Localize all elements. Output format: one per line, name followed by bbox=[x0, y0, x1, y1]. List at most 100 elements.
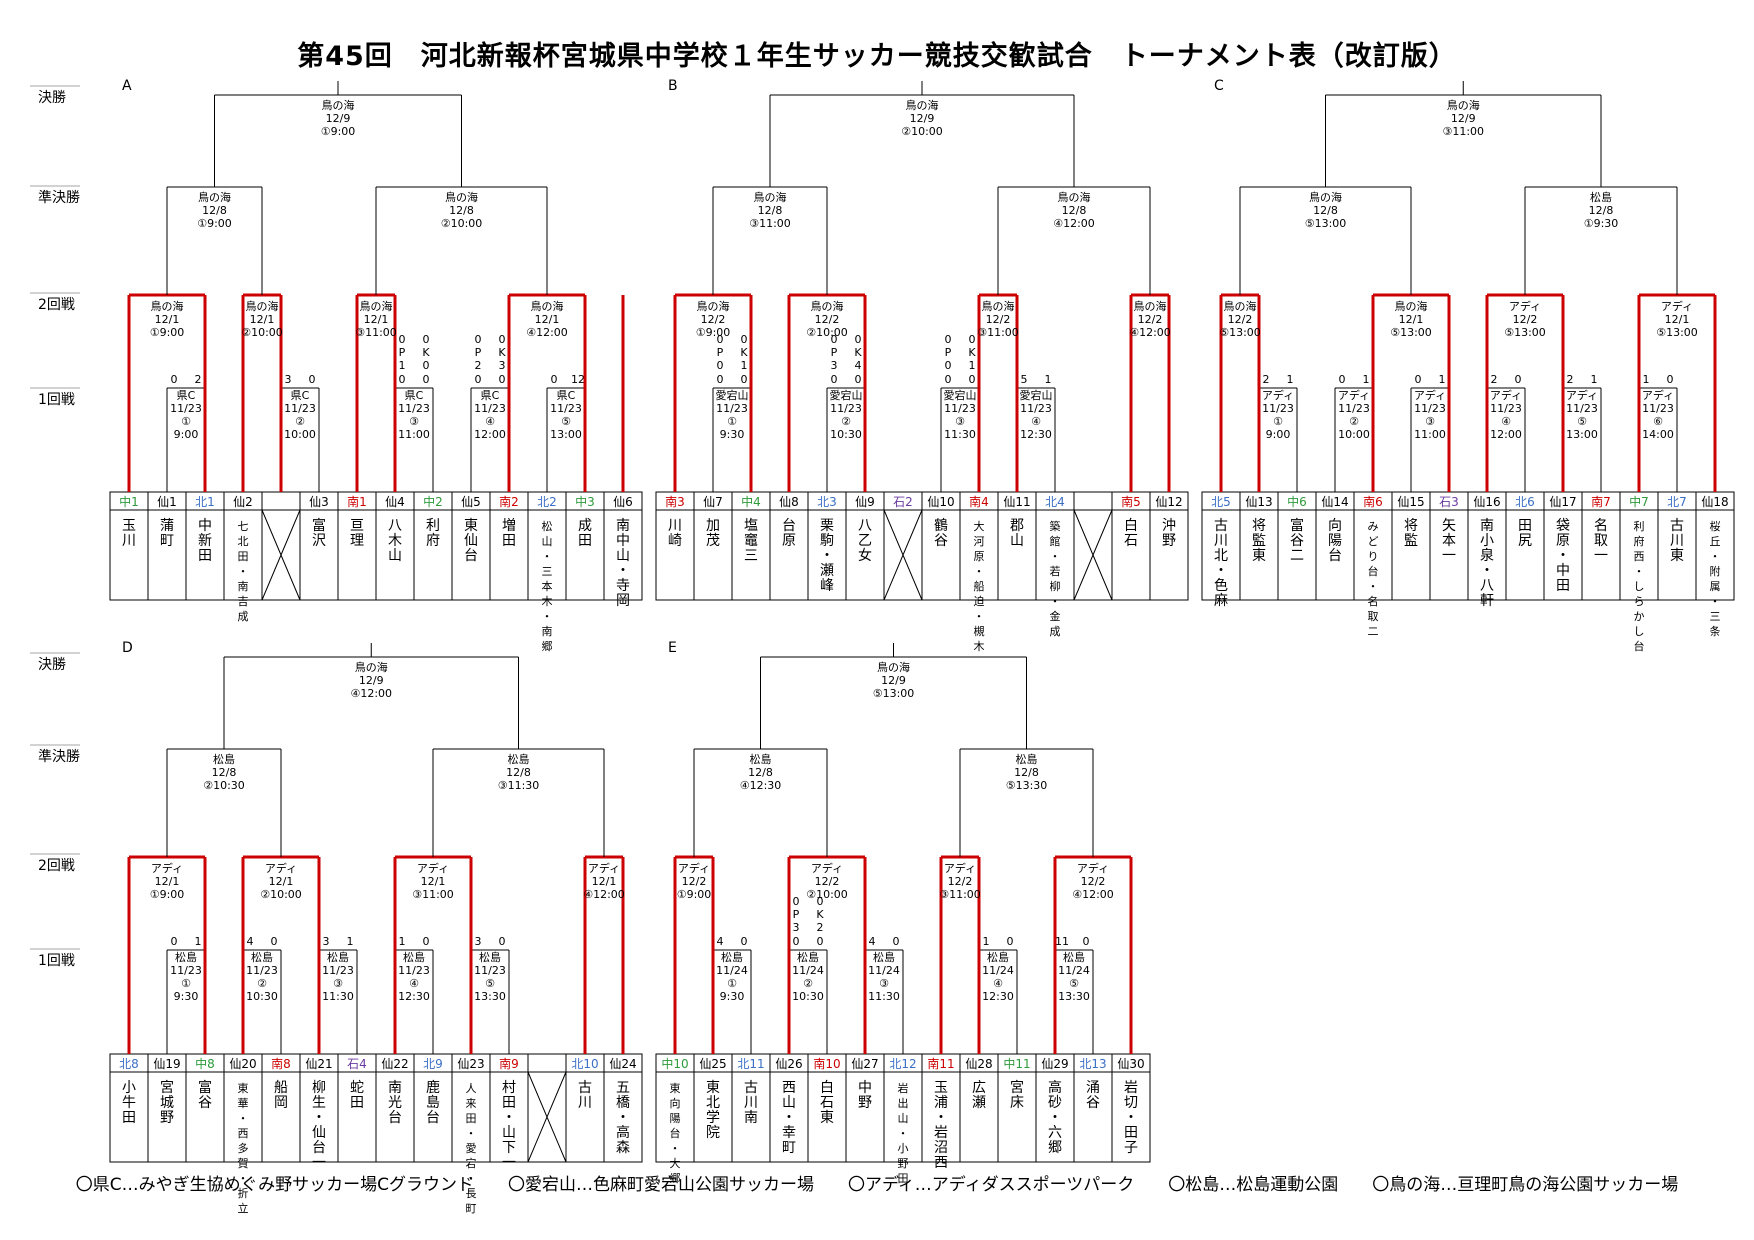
score-right: 0 bbox=[1007, 935, 1014, 948]
team-name-char: 山 bbox=[898, 1112, 909, 1125]
team-name-char: 東 bbox=[1252, 548, 1266, 564]
team-name-char: 大 bbox=[670, 1156, 681, 1170]
pk-label: K bbox=[498, 346, 506, 359]
team-name-char: 郡 bbox=[1010, 518, 1024, 534]
team-name-char: 八 bbox=[858, 518, 872, 534]
team-name-char: ・ bbox=[1368, 580, 1379, 593]
team-name-char: 陽 bbox=[1328, 533, 1342, 549]
team-name-char: 谷 bbox=[1086, 1095, 1100, 1111]
team-name-char: 玉 bbox=[122, 518, 136, 534]
team-name-char: 子 bbox=[1124, 1140, 1138, 1156]
date-label: 12/1 bbox=[535, 313, 560, 326]
team-code: 仙17 bbox=[1549, 495, 1576, 509]
match-number: ③ bbox=[333, 977, 343, 990]
team-name-char: 台 bbox=[1634, 639, 1645, 653]
time-label: ③11:00 bbox=[355, 326, 397, 339]
score-left: 0 bbox=[945, 373, 952, 386]
team-code: 南2 bbox=[499, 494, 519, 509]
team-name-char: 一 bbox=[502, 1155, 516, 1171]
team-name-char: ・ bbox=[238, 565, 249, 578]
pk-right: 1 bbox=[741, 359, 748, 372]
score-right: 0 bbox=[499, 373, 506, 386]
team-name-char: ・ bbox=[1048, 1110, 1062, 1126]
team-name-char: ・ bbox=[466, 1172, 477, 1185]
score-left: 0 bbox=[1339, 373, 1346, 386]
team-name-char: 東 bbox=[670, 1082, 681, 1095]
team-name-char: 築 bbox=[1050, 519, 1061, 533]
venue-label: 鳥の海 bbox=[1309, 190, 1342, 204]
venue-label: アディ bbox=[1490, 388, 1522, 402]
date-label: 11/23 bbox=[284, 402, 316, 415]
venue-label: 鳥の海 bbox=[531, 299, 564, 313]
team-name-char: 台 bbox=[782, 518, 796, 534]
date-label: 11/23 bbox=[1414, 402, 1446, 415]
team-code: 北13 bbox=[1079, 1057, 1106, 1071]
time-label: 9:30 bbox=[720, 428, 745, 441]
score-left: 4 bbox=[869, 935, 876, 948]
venue-label: 松島 bbox=[327, 950, 349, 964]
team-name-char: 寺 bbox=[616, 578, 630, 594]
team-name-char: 理 bbox=[350, 533, 364, 549]
team-name-char: 崎 bbox=[668, 533, 682, 549]
date-label: 12/2 bbox=[1081, 875, 1106, 888]
venue-label: アディ bbox=[1077, 861, 1109, 875]
team-code: 仙5 bbox=[461, 495, 481, 509]
team-name-char: 瀬 bbox=[972, 1095, 986, 1111]
score-left: 1 bbox=[399, 935, 406, 948]
time-label: 13:00 bbox=[550, 428, 582, 441]
team-code: 仙9 bbox=[855, 495, 875, 509]
team-name-char: 二 bbox=[1368, 625, 1379, 638]
score-left: 5 bbox=[1021, 373, 1028, 386]
team-name-char: 木 bbox=[388, 533, 402, 549]
venue-label: 県C bbox=[177, 389, 196, 402]
team-code: 北11 bbox=[737, 1057, 764, 1071]
match-number: ① bbox=[727, 977, 737, 990]
team-name-char: 石 bbox=[1124, 533, 1138, 549]
team-name-char: 鶴 bbox=[934, 517, 948, 534]
match-number: ⑥ bbox=[1653, 415, 1663, 428]
team-name-char: 北 bbox=[238, 535, 249, 548]
team-name-char: 仙 bbox=[312, 1125, 326, 1141]
team-name-char: 田 bbox=[898, 1172, 909, 1185]
score-right: 1 bbox=[1045, 373, 1052, 386]
score-right: 12 bbox=[571, 373, 585, 386]
score-right: 1 bbox=[1591, 373, 1598, 386]
venue-label: 鳥の海 bbox=[360, 299, 393, 313]
team-name-char: ・ bbox=[1214, 563, 1228, 579]
pk-label: K bbox=[968, 346, 976, 359]
date-label: 12/8 bbox=[1589, 204, 1614, 217]
venue-label: 松島 bbox=[403, 950, 425, 964]
team-name-char: 田 bbox=[1556, 578, 1570, 594]
team-name-char: し bbox=[1634, 580, 1645, 593]
time-label: ②10:00 bbox=[806, 326, 848, 339]
team-name-char: 若 bbox=[1050, 565, 1061, 578]
time-label: 10:30 bbox=[830, 428, 862, 441]
time-label: 11:00 bbox=[398, 428, 430, 441]
team-name-char: 村 bbox=[502, 1080, 516, 1096]
team-name-char: 台 bbox=[464, 548, 478, 564]
team-code: 仙15 bbox=[1397, 495, 1424, 509]
date-label: 11/23 bbox=[322, 964, 354, 977]
venue-label: アディ bbox=[417, 861, 449, 875]
time-label: 13:30 bbox=[1058, 990, 1090, 1003]
team-name-char: ・ bbox=[616, 563, 630, 579]
venue-label: アディ bbox=[1338, 388, 1370, 402]
team-code: 中11 bbox=[1003, 1056, 1030, 1071]
team-name-char: 川 bbox=[1670, 533, 1684, 549]
score-right: 1 bbox=[1363, 373, 1370, 386]
team-name-char: 女 bbox=[858, 547, 872, 564]
time-label: ④12:00 bbox=[350, 687, 392, 700]
score-left: 11 bbox=[1055, 935, 1069, 948]
venue-label: 松島 bbox=[721, 950, 743, 964]
venue-label: アディ bbox=[151, 861, 183, 875]
date-label: 11/23 bbox=[474, 964, 506, 977]
date-label: 11/23 bbox=[716, 402, 748, 415]
round-label: 準決勝 bbox=[38, 749, 80, 765]
score-right: 0 bbox=[817, 935, 824, 948]
team-code: 仙30 bbox=[1117, 1057, 1144, 1071]
venue-label: 松島 bbox=[175, 950, 197, 964]
date-label: 12/8 bbox=[449, 204, 474, 217]
time-label: 9:00 bbox=[1266, 428, 1291, 441]
score-left: 1 bbox=[983, 935, 990, 948]
score-right: 0 bbox=[855, 373, 862, 386]
